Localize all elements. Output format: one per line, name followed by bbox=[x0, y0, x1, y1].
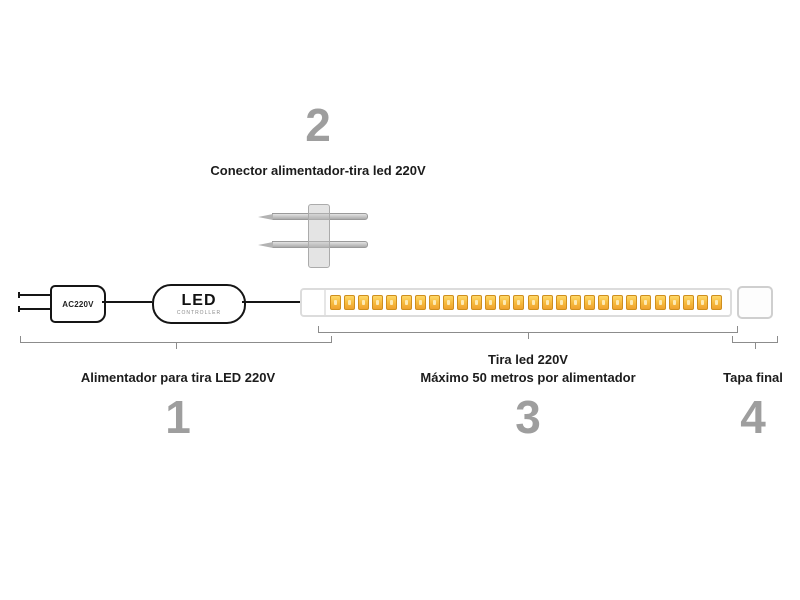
end-cap bbox=[737, 286, 773, 319]
section-3-number: 3 bbox=[515, 391, 541, 443]
brace-tick bbox=[528, 332, 529, 339]
led-chip bbox=[344, 295, 356, 310]
led-controller: LED CONTROLLER bbox=[152, 284, 246, 324]
wire-controller-to-strip bbox=[242, 301, 300, 303]
led-chip bbox=[682, 295, 694, 310]
led-chip bbox=[541, 295, 553, 310]
led-chip bbox=[499, 295, 511, 310]
plug-voltage-label: AC220V bbox=[62, 299, 94, 309]
section-1-label: Alimentador para tira LED 220V bbox=[80, 370, 276, 385]
section-1-number: 1 bbox=[165, 391, 191, 443]
led-chip bbox=[569, 295, 581, 310]
section-3-label-line2: Máximo 50 metros por alimentador bbox=[420, 370, 636, 385]
led-chip bbox=[513, 295, 525, 310]
led-chip bbox=[696, 295, 708, 310]
led-chip bbox=[710, 295, 722, 310]
led-chip bbox=[386, 295, 398, 310]
section-4-number: 4 bbox=[740, 391, 766, 443]
section-4-label: Tapa final bbox=[723, 370, 783, 385]
connector-clip bbox=[308, 204, 330, 268]
brace-section-3 bbox=[318, 326, 738, 339]
led-chip bbox=[400, 295, 412, 310]
led-chip bbox=[471, 295, 483, 310]
section-2-number: 2 bbox=[305, 99, 331, 151]
brace-tick bbox=[176, 342, 177, 349]
led-chip bbox=[598, 295, 610, 310]
led-chip bbox=[583, 295, 595, 310]
brace-tick bbox=[755, 342, 756, 349]
connector-pin-top bbox=[272, 213, 368, 220]
controller-title: LED bbox=[181, 291, 217, 309]
strip-connector-block bbox=[302, 290, 326, 315]
controller-subtitle: CONTROLLER bbox=[176, 309, 222, 316]
led-chip bbox=[330, 295, 341, 310]
power-plug: AC220V bbox=[50, 285, 106, 323]
led-chip bbox=[428, 295, 440, 310]
plug-prong-bottom bbox=[18, 306, 52, 312]
brace-section-1 bbox=[20, 336, 332, 349]
led-chip bbox=[640, 295, 652, 310]
led-chip bbox=[626, 295, 638, 310]
led-chip bbox=[485, 295, 497, 310]
brace-section-4 bbox=[732, 336, 778, 349]
led-chip bbox=[527, 295, 539, 310]
led-chip bbox=[414, 295, 426, 310]
led-chip bbox=[654, 295, 666, 310]
section-2-label: Conector alimentador-tira led 220V bbox=[210, 163, 426, 178]
led-strip bbox=[300, 288, 732, 317]
led-chip bbox=[668, 295, 680, 310]
led-chip bbox=[372, 295, 384, 310]
plug-prong-top bbox=[18, 292, 52, 298]
section-3-label-line1: Tira led 220V bbox=[488, 352, 568, 367]
led-chip bbox=[555, 295, 567, 310]
connector-pin-bottom bbox=[272, 241, 368, 248]
led-strip-row bbox=[330, 290, 722, 315]
led-chip bbox=[442, 295, 454, 310]
led-chip bbox=[358, 295, 370, 310]
led-chip bbox=[456, 295, 468, 310]
wire-plug-to-controller bbox=[102, 301, 152, 303]
led-chip bbox=[612, 295, 624, 310]
